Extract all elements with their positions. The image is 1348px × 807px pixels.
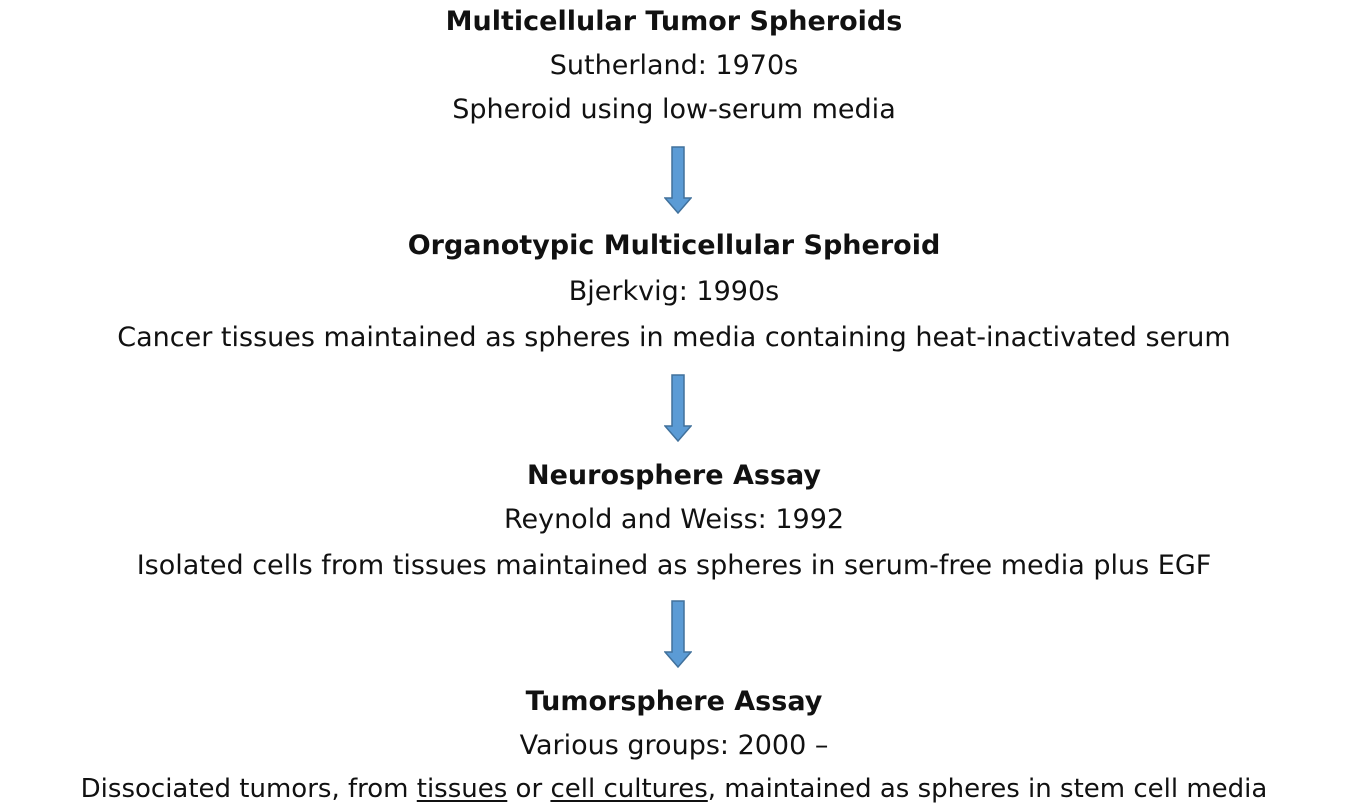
down-arrow-icon xyxy=(664,600,692,668)
stage-4-description-suffix: , maintained as spheres in stem cell med… xyxy=(707,774,1268,804)
down-arrow-icon xyxy=(664,374,692,442)
stage-3-title: Neurosphere Assay xyxy=(527,460,821,491)
stage-2-description: Cancer tissues maintained as spheres in … xyxy=(117,322,1231,353)
stage-2-subtitle: Bjerkvig: 1990s xyxy=(568,276,780,307)
stage-4-description-prefix: Dissociated tumors, from xyxy=(80,774,417,804)
stage-3-description: Isolated cells from tissues maintained a… xyxy=(136,550,1212,581)
stage-4-description-tissues: tissues xyxy=(416,774,508,804)
stage-1-subtitle: Sutherland: 1970s xyxy=(549,50,799,81)
down-arrow-icon xyxy=(664,146,692,214)
stage-4-description-cell-cultures: cell cultures xyxy=(550,774,708,804)
stage-4-subtitle: Various groups: 2000 – xyxy=(519,730,829,761)
stage-1-title: Multicellular Tumor Spheroids xyxy=(445,6,903,37)
stage-4-title: Tumorsphere Assay xyxy=(525,686,823,717)
stage-4-description: Dissociated tumors, from tissues or cell… xyxy=(0,771,1348,807)
stage-4-description-or: or xyxy=(507,774,551,804)
stage-2-title: Organotypic Multicellular Spheroid xyxy=(407,230,941,261)
stage-1-description: Spheroid using low-serum media xyxy=(452,94,896,125)
stage-3-subtitle: Reynold and Weiss: 1992 xyxy=(503,504,845,535)
